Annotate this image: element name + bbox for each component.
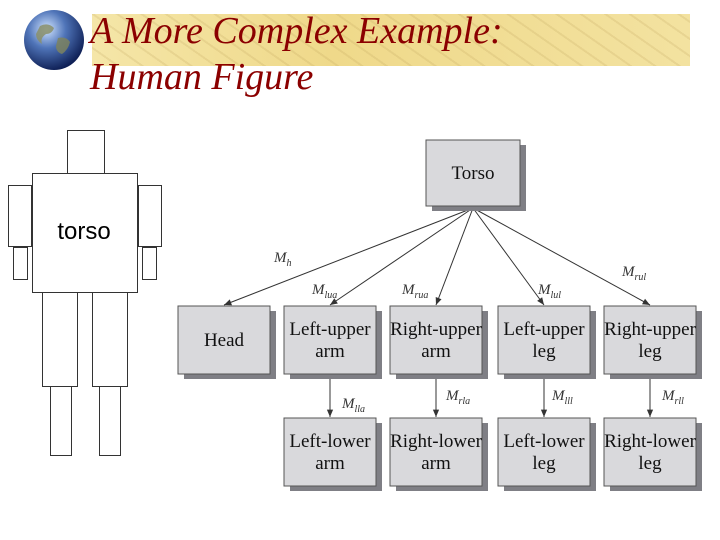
edge-label-right-upper-arm: Mrua (401, 282, 428, 301)
edge-label-left-upper-leg: Mlul (537, 282, 561, 301)
node-right-lower-arm-box (389, 417, 483, 487)
edge-to-right-lower-arm-head (432, 409, 440, 417)
node-right-upper-arm-label-1: Right-upper (390, 319, 482, 340)
edge-label-left-lower-arm: Mlla (341, 396, 365, 415)
node-right-lower-arm-label-1: Right-lower (390, 431, 482, 452)
node-torso: Torso (425, 139, 526, 211)
node-right-upper-leg-label-2: leg (638, 341, 662, 362)
edge-torso-to-left-upper-leg-head (537, 297, 544, 305)
edge-torso-to-left-upper-leg (472, 207, 545, 306)
edge-label-right-lower-arm: Mrla (445, 388, 470, 407)
edge-to-left-lower-arm-head (326, 409, 334, 417)
node-head-box (177, 305, 271, 375)
node-right-upper-arm-box (389, 305, 483, 375)
title-line-2: Human Figure (90, 56, 314, 98)
edge-torso-to-head (223, 207, 474, 306)
node-right-upper-leg-box (603, 305, 697, 375)
node-right-lower-leg-label-1: Right-lower (604, 431, 696, 452)
title-banner (92, 14, 690, 66)
node-left-upper-arm-label-1: Left-upper (289, 319, 371, 340)
node-head-label-1: Head (204, 330, 245, 351)
node-left-lower-arm-label-1: Left-lower (289, 431, 371, 452)
node-right-lower-leg-label-2: leg (638, 453, 662, 474)
node-left-upper-leg-label-1: Left-upper (503, 319, 585, 340)
edge-torso-to-right-upper-arm-head (435, 297, 442, 305)
node-left-upper-leg-label-2: leg (532, 341, 556, 362)
edge-torso-to-head-head (224, 299, 232, 306)
edge-torso-to-right-upper-leg-head (642, 298, 650, 305)
node-left-upper-arm-box (283, 305, 377, 375)
node-right-upper-leg-label-1: Right-upper (604, 319, 696, 340)
edge-to-right-lower-leg-head (646, 409, 654, 417)
node-left-lower-arm-box (283, 417, 377, 487)
edge-label-head: Mh (273, 250, 292, 269)
page-title: A More Complex Example: Human Figure (90, 8, 503, 100)
node-head: Head (177, 305, 276, 379)
node-left-upper-leg-box (497, 305, 591, 375)
edge-torso-to-left-upper-arm (329, 207, 474, 306)
edge-label-left-lower-leg: Mlll (551, 388, 573, 407)
node-left-lower-arm-label-2: arm (315, 453, 345, 474)
edge-torso-to-left-upper-arm-head (330, 298, 338, 305)
node-torso-label-1: Torso (451, 163, 494, 184)
edge-torso-to-right-upper-leg (472, 207, 651, 306)
edge-label-left-upper-arm: Mlua (311, 282, 337, 301)
node-left-lower-leg-label-1: Left-lower (503, 431, 585, 452)
node-left-lower-leg-label-2: leg (532, 453, 556, 474)
node-left-lower-leg-box (497, 417, 591, 487)
edge-label-right-upper-leg: Mrul (621, 264, 646, 283)
node-torso-box (425, 139, 521, 207)
node-right-lower-arm-label-2: arm (421, 453, 451, 474)
node-left-upper-arm-label-2: arm (315, 341, 345, 362)
node-right-upper-arm-label-2: arm (421, 341, 451, 362)
edge-torso-to-right-upper-arm (435, 207, 474, 306)
edge-label-right-lower-leg: Mrll (661, 388, 684, 407)
title-line-1: A More Complex Example: (90, 10, 503, 52)
globe-icon (24, 10, 84, 70)
edge-to-left-lower-leg-head (540, 409, 548, 417)
node-right-lower-leg-box (603, 417, 697, 487)
